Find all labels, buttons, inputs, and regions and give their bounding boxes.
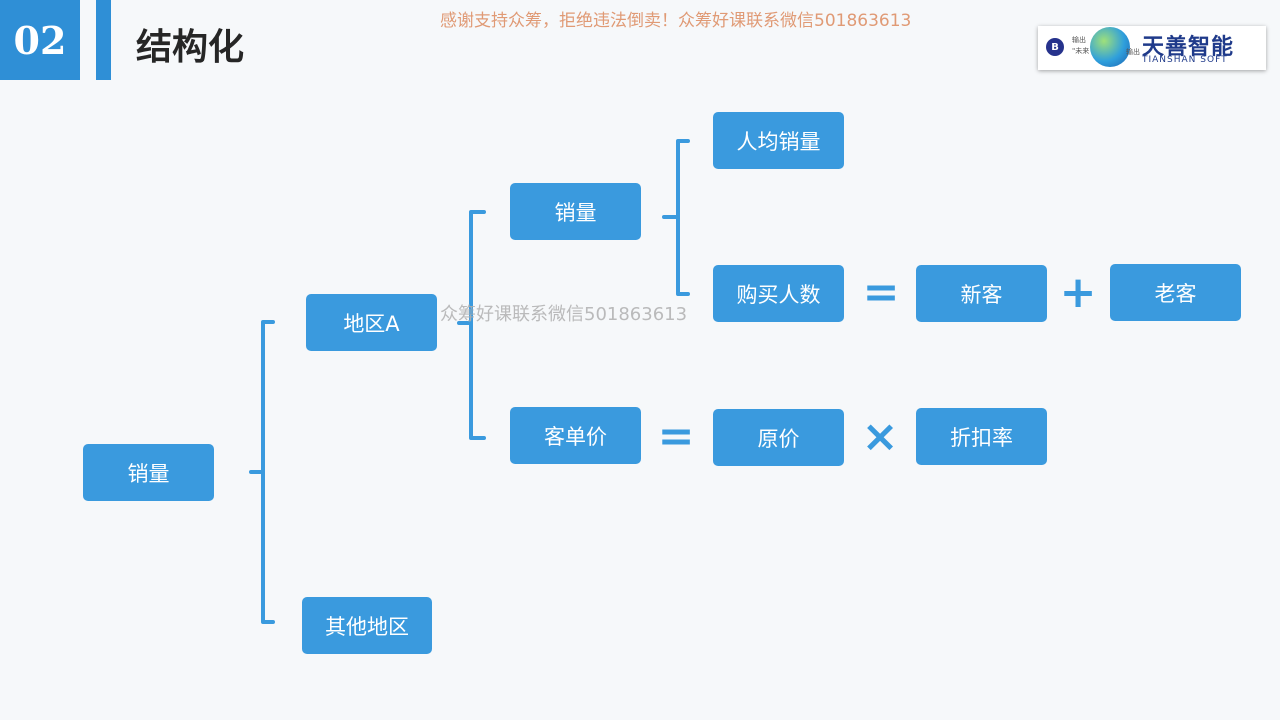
- watermark-top: 感谢支持众筹，拒绝违法倒卖！众筹好课联系微信501863613: [440, 11, 912, 31]
- bracket-region-a: [457, 210, 486, 440]
- node-avg-sales-per-person: 人均销量: [713, 112, 844, 169]
- logo-name: 天善智能: [1142, 35, 1235, 60]
- node-sales: 销量: [510, 183, 641, 240]
- node-sales-root: 销量: [83, 444, 214, 501]
- watermark-middle: 众筹好课联系微信501863613: [440, 304, 688, 325]
- logo-small-text-left: 输出 "未来: [1072, 35, 1089, 57]
- node-original-price: 原价: [713, 409, 844, 466]
- node-other-regions: 其他地区: [302, 597, 432, 654]
- node-new-customers: 新客: [916, 265, 1047, 322]
- times-operator: ×: [861, 411, 899, 462]
- logo-small-text-right: 输出: [1126, 48, 1140, 56]
- logo-subtitle: TIANSHAN SOFT: [1142, 55, 1228, 65]
- tianshan-logo: B 输出 "未来 输出 天善智能 TIANSHAN SOFT: [1038, 26, 1266, 70]
- equals-operator-buyers: =: [862, 267, 900, 318]
- section-number: 02: [0, 0, 80, 80]
- equals-operator-price: =: [657, 411, 695, 462]
- bracket-root: [249, 320, 275, 624]
- node-discount-rate: 折扣率: [916, 408, 1047, 465]
- node-old-customers: 老客: [1110, 264, 1241, 321]
- node-buyers: 购买人数: [713, 265, 844, 322]
- globe-icon: [1090, 27, 1130, 67]
- page-title: 结构化: [136, 27, 245, 68]
- plus-operator: +: [1059, 267, 1097, 318]
- node-region-a: 地区A: [306, 294, 437, 351]
- logo-small-line-2: "未来: [1072, 47, 1090, 55]
- bracket-sales: [662, 139, 690, 296]
- title-accent-bar: [96, 0, 111, 80]
- logo-badge-icon: B: [1046, 38, 1064, 56]
- node-unit-price: 客单价: [510, 407, 641, 464]
- logo-small-line-1: 输出: [1072, 36, 1086, 44]
